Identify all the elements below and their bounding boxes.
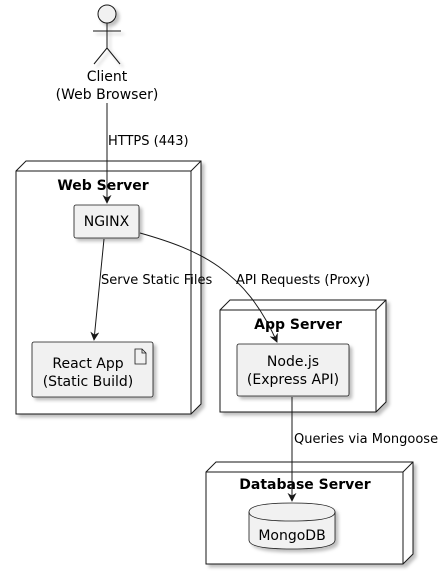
edge-https-label: HTTPS (443) <box>108 134 189 149</box>
app-server-title: App Server <box>254 317 342 333</box>
nginx-label: NGINX <box>84 214 130 230</box>
database-cylinder-icon <box>248 502 336 550</box>
edge-queries: Queries via Mongoose <box>287 397 438 502</box>
nodejs-label-line2: (Express API) <box>247 372 339 388</box>
edge-https: HTTPS (443) <box>102 103 189 204</box>
react-app-label-line1: React App <box>52 356 123 372</box>
artifact-document-icon <box>134 348 147 365</box>
actor-stick-figure-icon <box>93 4 121 65</box>
mongodb-label: MongoDB <box>258 528 325 544</box>
nodejs-component: Node.js (Express API) <box>236 343 350 397</box>
react-app-label-line2: (Static Build) <box>43 374 134 390</box>
edge-api-requests: API Requests (Proxy) <box>139 232 370 343</box>
database-server-title: Database Server <box>239 477 370 493</box>
nginx-component: NGINX <box>73 204 140 239</box>
client-actor: Client (Web Browser) <box>56 4 159 103</box>
edge-serve-static: Serve Static Files <box>90 238 212 341</box>
edge-api-requests-label: API Requests (Proxy) <box>236 273 370 288</box>
react-app-artifact: React App (Static Build) <box>31 341 154 398</box>
edge-serve-static-label: Serve Static Files <box>101 273 212 288</box>
actor-label-line2: (Web Browser) <box>56 87 159 103</box>
nodejs-label-line1: Node.js <box>267 354 319 370</box>
actor-label-line1: Client <box>87 69 128 85</box>
mongodb-database: MongoDB <box>248 502 336 550</box>
edge-queries-label: Queries via Mongoose <box>294 432 438 447</box>
web-server-title: Web Server <box>57 178 148 194</box>
